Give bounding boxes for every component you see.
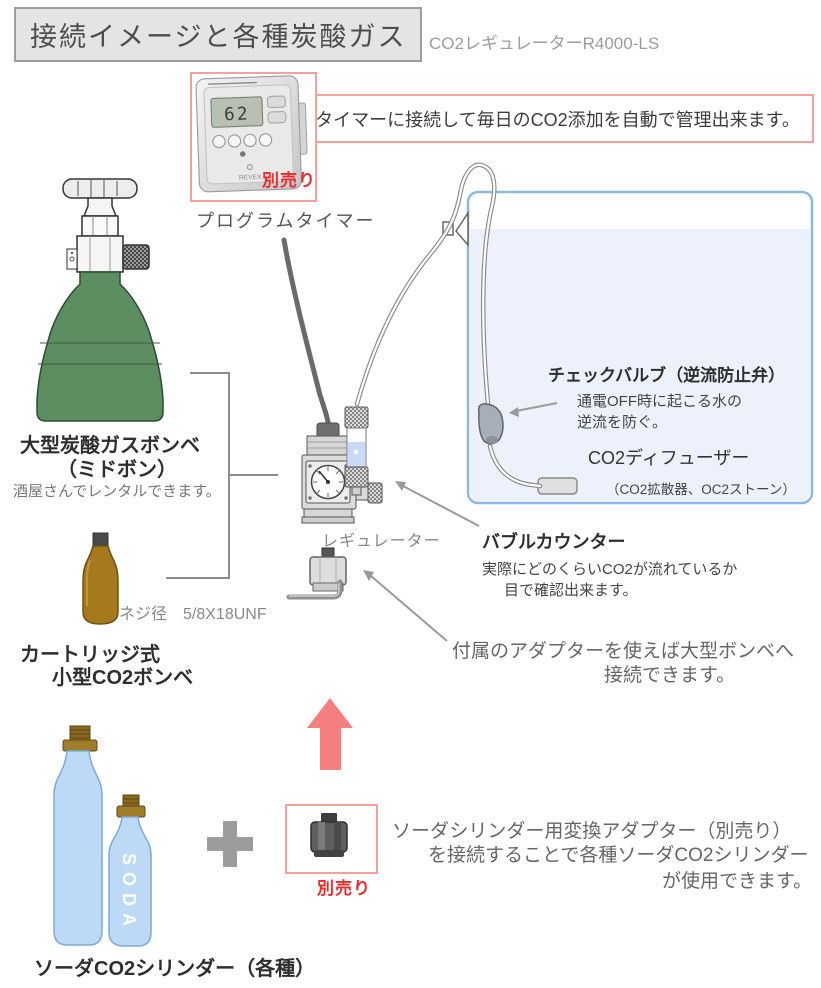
bubble-counter-device: [344, 406, 369, 496]
timer-lcd-digits: 62: [224, 104, 250, 125]
timer-buttons: [212, 133, 273, 149]
page-title: 接続イメージと各種炭酸ガス: [14, 7, 423, 62]
check-valve: [477, 403, 504, 445]
check-valve-desc1: 通電OFF時に起こる水の: [577, 393, 742, 410]
timer-brand: REVEX: [239, 174, 262, 182]
pink-up-arrow: [307, 698, 353, 770]
soda-note-line1: ソーダシリンダー用変換アダプター（別売り）: [392, 821, 792, 842]
timer-callout-box: タイマーに接続して毎日のCO2添加を自動で管理出来ます。: [301, 94, 814, 143]
bubble-counter-desc1: 実際にどのくらいCO2が流れているか: [482, 561, 738, 578]
soda-cylinders: [53, 725, 152, 947]
soda-bottle-text: SODA: [119, 853, 139, 934]
large-tank-subtitle: （ミドボン）: [57, 459, 177, 481]
check-valve-title: チェックバルブ（逆流防止弁）: [548, 366, 786, 385]
soda-adapter-sold-separately: 別売り: [317, 879, 371, 898]
cartridge-title-line1: カートリッジ式: [20, 644, 160, 666]
regulator: [301, 406, 383, 524]
bubble-counter-desc2: 目で確認出来ます。: [504, 582, 638, 599]
soda-adapter-image: [310, 813, 348, 857]
screw-spec: ネジ径 5/8X18UNF: [119, 606, 267, 623]
soda-note-line3: が使用できます。: [662, 871, 813, 892]
timer-image-box: 62 REVEX: [190, 72, 317, 202]
program-timer-label: プログラムタイマー: [196, 211, 376, 231]
diffuser-title: CO2ディフューザー: [588, 448, 750, 468]
soda-note-line2: を接続することで各種ソーダCO2シリンダー: [428, 845, 809, 866]
soda-adapter-box: [285, 804, 378, 874]
large-tank-note: 酒屋さんでレンタルできます。: [13, 483, 221, 500]
adapter-note-line2: 接続できます。: [604, 665, 736, 686]
plus-icon: [207, 821, 253, 867]
timer-callout-text: タイマーに接続して毎日のCO2添加を自動で管理出来ます。: [315, 109, 800, 130]
bubble-counter-title: バブルカウンター: [482, 532, 626, 552]
diffuser-subtitle: （CO2拡散器、OC2ストーン）: [606, 482, 796, 497]
co2-tube: [354, 162, 543, 489]
soda-cylinders-label: ソーダCO2シリンダー（各種）: [34, 958, 316, 980]
timer-lcd: [210, 96, 264, 128]
pointer-arrows: [363, 402, 558, 642]
power-cord: [281, 237, 332, 431]
product-name: CO2レギュレーターR4000-LS: [429, 34, 660, 53]
regulator-label: レギュレーター: [322, 533, 441, 550]
timer-sold-separately: 別売り: [262, 171, 316, 190]
large-tank-title: 大型炭酸ガスボンベ: [20, 435, 200, 457]
bracket-lines: [166, 372, 278, 579]
hex-wrench: [286, 579, 343, 600]
aquarium-water: [470, 229, 810, 501]
cartridge-bottle: [82, 532, 119, 625]
program-timer-image: 62 REVEX: [195, 75, 308, 193]
large-co2-cylinder: [36, 178, 164, 422]
check-valve-desc2: 逆流を防ぐ。: [577, 414, 668, 431]
aquarium-tank: [466, 190, 814, 505]
cartridge-title-line2: 小型CO2ボンベ: [52, 667, 194, 689]
adapter-note-line1: 付属のアダプターを使えば大型ボンベへ: [452, 641, 795, 662]
co2-diffuser: [537, 477, 578, 495]
tank-adapter: [286, 547, 347, 600]
